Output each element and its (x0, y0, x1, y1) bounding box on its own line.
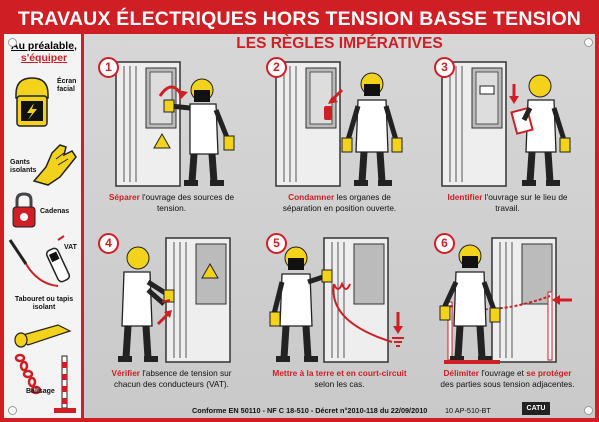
step1-illustration (115, 61, 235, 187)
step-text-4b: chacun des conducteurs (VAT). (114, 378, 229, 389)
step4-illustration (118, 237, 231, 363)
step-number-1: 1 (98, 57, 119, 78)
step-keyword-6b: se protéger (526, 368, 572, 378)
step6-illustration (439, 237, 572, 364)
padlock-label: Cadenas (40, 208, 69, 216)
step-keyword-4: Vérifier (111, 368, 141, 378)
step-keyword-2: Condamner (288, 192, 335, 202)
barrier-label: Balisage (26, 388, 55, 396)
sidebar-title-line2: s'équiper (20, 52, 68, 64)
step-text-3b: travail. (495, 202, 520, 213)
step-keyword-3: Identifier (447, 192, 483, 202)
rules-subtitle: LES RÈGLES IMPÉRATIVES (236, 35, 443, 52)
step-text-5b: selon les cas. (314, 378, 365, 389)
step-text-2b: séparation en position ouverte. (282, 202, 397, 213)
step-text-6a: l'ouvrage et (479, 368, 527, 378)
step-text-3a: l'ouvrage sur le lieu de (482, 192, 568, 202)
mounting-hole-bottom-left (8, 406, 17, 415)
footer-code: 10 AP-510-BT (445, 406, 491, 415)
step-text-1b: tension. (156, 202, 187, 213)
page-title: TRAVAUX ÉLECTRIQUES HORS TENSION BASSE T… (4, 4, 595, 34)
insulating-gloves-icon (32, 144, 77, 186)
step-keyword-5: Mettre à la terre et en court-circuit (272, 368, 407, 378)
face-shield-label-l2: facial (57, 86, 75, 93)
sidebar-title: Au préalable, s'équiper (4, 40, 84, 64)
rules-area: LES RÈGLES IMPÉRATIVES (84, 34, 595, 418)
step-number-3: 3 (434, 57, 455, 78)
mounting-hole-top-right (584, 38, 593, 47)
step-keyword-1: Séparer (108, 192, 140, 202)
step-number-2: 2 (266, 57, 287, 78)
padlock-label-l1: Cadenas (40, 208, 70, 215)
face-shield-label-l1: Écran (57, 78, 77, 85)
vat-label: VAT (64, 244, 77, 252)
barrier-label-l1: Balisage (26, 388, 55, 395)
barrier-chain-icon (14, 353, 76, 413)
step-text-4a: l'absence de tension sur (140, 368, 232, 378)
step3-illustration (441, 61, 571, 187)
step5-illustration (269, 237, 404, 363)
step-text-6b: des parties sous tension adjacentes. (440, 378, 575, 389)
padlock-icon (12, 192, 36, 228)
footer-reference: Conforme EN 50110 - NF C 18-510 - Décret… (192, 406, 428, 415)
gloves-label-l1: Gants (10, 159, 30, 166)
mat-label-l1: Tabouret ou tapis (14, 296, 74, 303)
footer: Conforme EN 50110 - NF C 18-510 - Décret… (84, 402, 595, 417)
brand-logo: CATU (522, 402, 550, 415)
step-keyword-6: Délimiter (443, 368, 480, 378)
vat-label-l1: VAT (64, 244, 77, 251)
step-number-6: 6 (434, 233, 455, 254)
step2-illustration (275, 61, 403, 187)
step-text-1a: l'ouvrage des sources de (139, 192, 235, 202)
step-number-4: 4 (98, 233, 119, 254)
gloves-label-l2: isolants (10, 167, 37, 174)
mounting-hole-top-left (8, 38, 17, 47)
voltage-tester-icon (8, 235, 71, 287)
face-shield-icon (15, 77, 49, 127)
sidebar-title-line1: Au préalable, (11, 40, 77, 52)
insulating-mat-icon (14, 324, 72, 348)
mat-label-l2: isolant (32, 304, 56, 311)
step-number-5: 5 (266, 233, 287, 254)
mounting-hole-bottom-right (584, 406, 593, 415)
step-text-2a: les organes de (334, 192, 391, 202)
